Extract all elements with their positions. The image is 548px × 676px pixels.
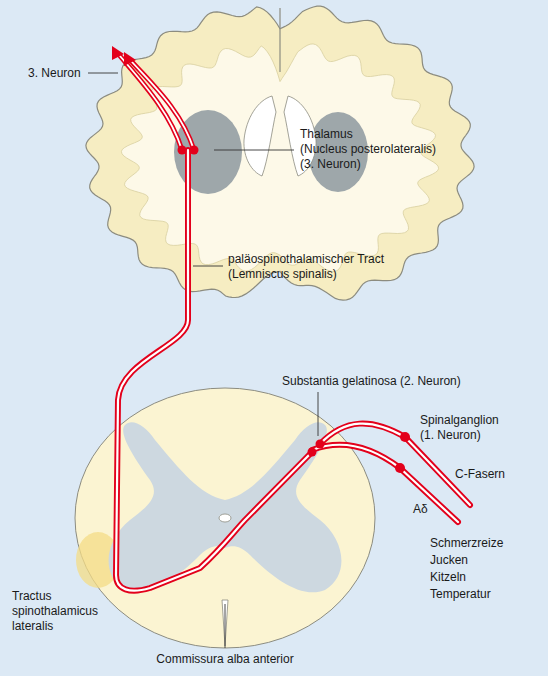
label: Kitzeln (430, 570, 466, 585)
leader-line (88, 73, 118, 74)
label: C-Fasern (455, 467, 505, 482)
label: paläospinothalamischer Tract (228, 252, 384, 267)
label: Aδ (413, 502, 428, 517)
third-neuron (120, 56, 182, 150)
a-delta-fibre (312, 445, 458, 522)
brain-cortex (86, 6, 474, 300)
label: (Lemniscus spinalis) (228, 267, 337, 282)
leader-line (318, 392, 319, 436)
leader-line (225, 604, 226, 648)
leader-line (193, 266, 223, 267)
central-canal (219, 514, 231, 522)
tract (116, 150, 312, 591)
brain-white-matter (121, 44, 438, 272)
gray-matter (109, 422, 342, 592)
label: Tractus (12, 589, 52, 604)
neuron-dot (190, 146, 199, 155)
neuron-dot (178, 146, 187, 155)
label: Substantia gelatinosa (2. Neuron) (282, 374, 461, 389)
label: (1. Neuron) (420, 428, 481, 443)
tract-core (116, 150, 312, 591)
label: (Nucleus posterolateralis) (300, 142, 436, 157)
arrowhead (112, 46, 124, 60)
third-neuron-core (120, 56, 182, 150)
arrowhead (124, 52, 136, 66)
label: Jucken (430, 553, 468, 568)
label: Thalamus (300, 127, 353, 142)
label: 3. Neuron (28, 66, 81, 81)
ganglion-cell (400, 432, 410, 442)
neuron-dot (308, 448, 317, 457)
third-neuron-core (132, 62, 194, 150)
neuron-dot (316, 440, 325, 449)
label: Spinalganglion (420, 413, 499, 428)
label: Temperatur (430, 587, 491, 602)
label: spinothalamicus (12, 604, 98, 619)
ganglion-cell (395, 463, 405, 473)
label: (3. Neuron) (300, 157, 361, 172)
label: Schmerzreize (430, 536, 503, 551)
label: lateralis (12, 619, 53, 634)
ventricle (244, 96, 276, 176)
third-neuron (132, 62, 194, 150)
leader-line (214, 150, 294, 151)
longitudinal-fissure (279, 8, 280, 72)
label: Commissura alba anterior (156, 652, 293, 667)
a-delta-fibre-core (312, 445, 458, 522)
